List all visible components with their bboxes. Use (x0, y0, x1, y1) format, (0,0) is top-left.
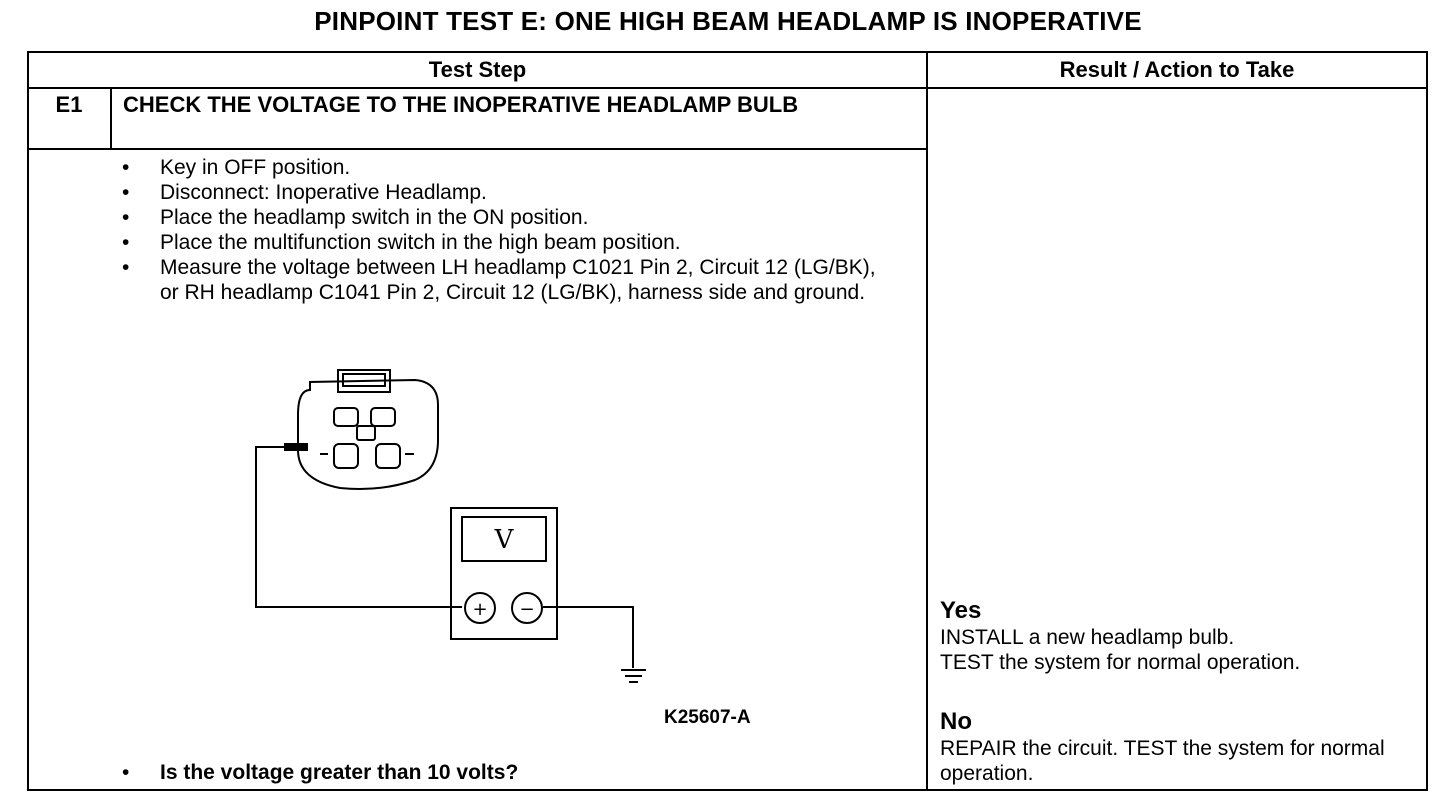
result-yes-label: Yes (940, 597, 982, 624)
voltmeter-display (461, 516, 547, 562)
negative-label: − (519, 599, 534, 620)
positive-terminal (464, 592, 496, 624)
result-yes: Yes INSTALL a new headlamp bulb. TEST th… (940, 597, 1420, 675)
bullet-icon: • (122, 181, 130, 204)
meter-label: V (494, 525, 515, 555)
result-no: No REPAIR the circuit. TEST the system f… (940, 708, 1420, 786)
step-id: E1 (55, 92, 83, 117)
connector-lock-tab (337, 369, 391, 393)
instruction-item: •Place the multifunction switch in the h… (122, 231, 681, 254)
step-title: CHECK THE VOLTAGE TO THE INOPERATIVE HEA… (123, 92, 799, 117)
column-divider (926, 51, 928, 791)
terminal-cavity (356, 425, 376, 441)
positive-lead (255, 446, 462, 608)
instruction-item: •Measure the voltage between LH headlamp… (122, 256, 876, 304)
bullet-icon: • (122, 761, 130, 784)
terminal-cavity (333, 407, 359, 427)
step-title-divider (27, 148, 927, 150)
instruction-item: •Place the headlamp switch in the ON pos… (122, 206, 589, 229)
figure-id: K25607-A (664, 707, 751, 728)
bullet-icon: • (122, 256, 130, 279)
instruction-item: •Disconnect: Inoperative Headlamp. (122, 181, 487, 204)
step-question: •Is the voltage greater than 10 volts? (122, 761, 519, 784)
result-no-label: No (940, 708, 972, 735)
header-result: Result / Action to Take (1059, 57, 1295, 82)
header-divider (27, 87, 1428, 89)
page-title: PINPOINT TEST E: ONE HIGH BEAM HEADLAMP … (314, 6, 1142, 36)
step-id-divider (110, 88, 112, 150)
negative-lead (543, 606, 634, 668)
terminal-cavity (333, 443, 359, 469)
result-no-action: REPAIR the circuit. TEST the system for … (940, 737, 1385, 785)
positive-label: + (472, 599, 487, 620)
connector-body (297, 378, 439, 490)
terminal-cavity (375, 443, 401, 469)
probe-tip (284, 443, 308, 451)
test-table (27, 51, 1428, 791)
voltmeter-body (450, 507, 558, 640)
instruction-item: •Key in OFF position. (122, 156, 351, 179)
result-yes-action: INSTALL a new headlamp bulb. TEST the sy… (940, 626, 1301, 674)
bullet-icon: • (122, 231, 130, 254)
bullet-icon: • (122, 156, 130, 179)
bullet-icon: • (122, 206, 130, 229)
instruction-list: •Key in OFF position. •Disconnect: Inope… (118, 155, 918, 305)
terminal-cavity (370, 407, 396, 427)
negative-terminal (511, 592, 543, 624)
header-test-step: Test Step (428, 57, 527, 82)
voltmeter-diagram: V + − (255, 369, 646, 683)
